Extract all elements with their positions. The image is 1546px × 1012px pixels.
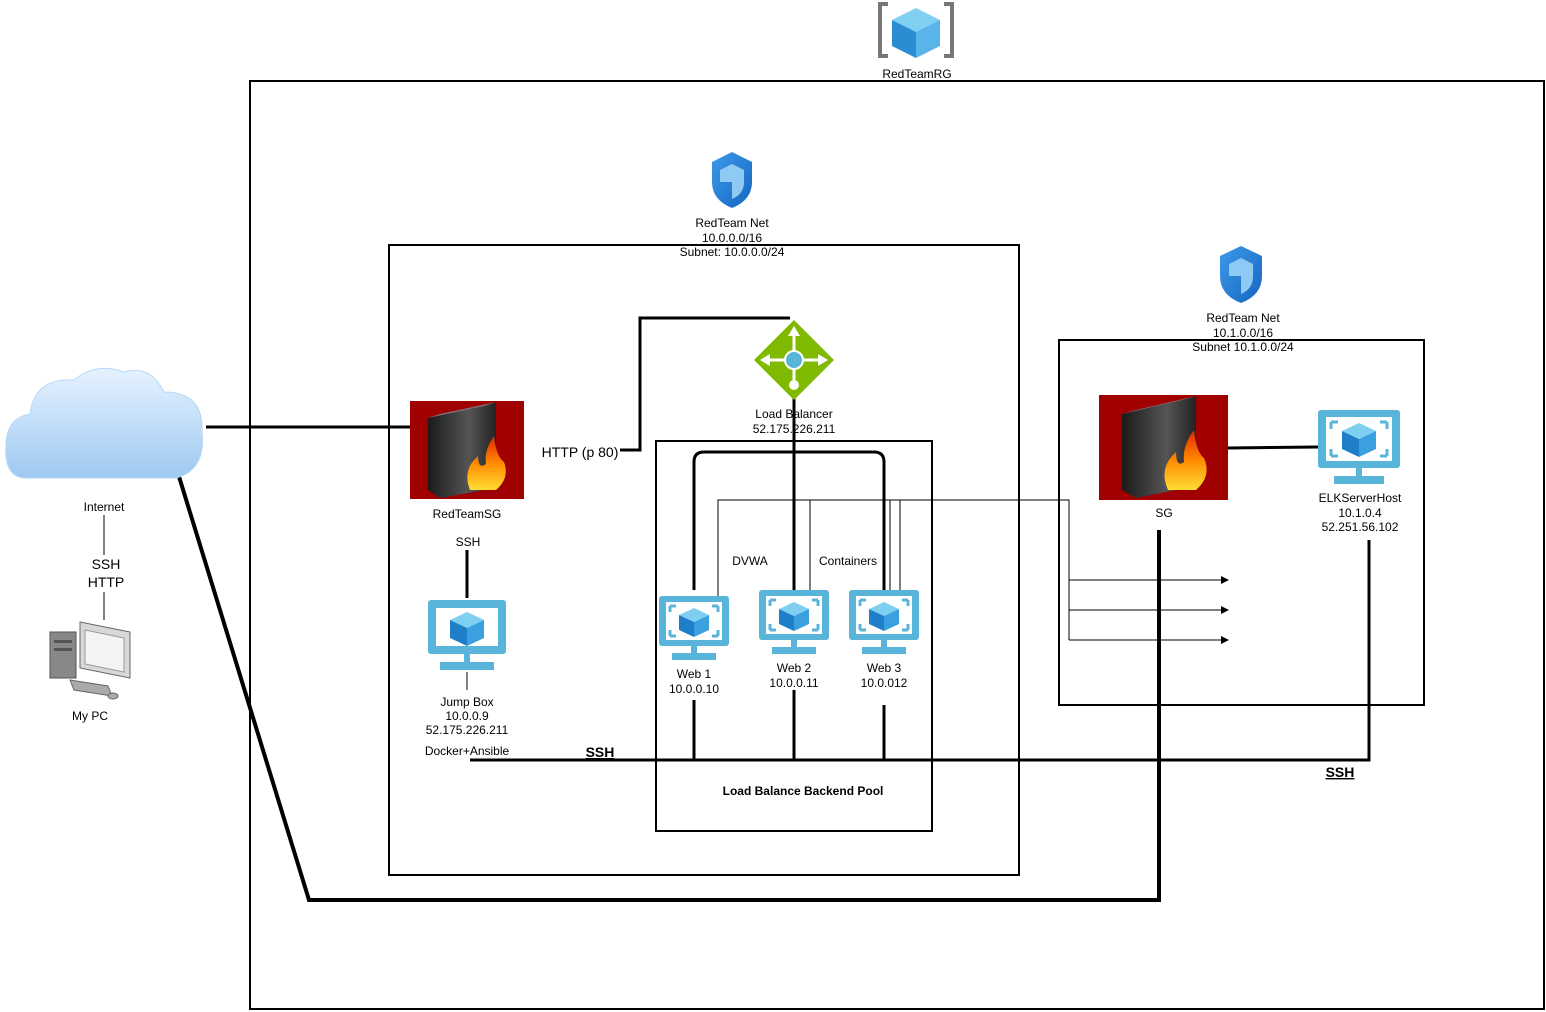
- load-balancer-ip: 52.175.226.211: [753, 422, 836, 436]
- ssh-bus-line: [470, 540, 1371, 762]
- vnet2-box: [1058, 339, 1425, 706]
- firewall-icon: [1099, 395, 1228, 500]
- shield-icon: [1220, 246, 1262, 303]
- web1-data-line: [717, 499, 1070, 640]
- vm-icon: [759, 590, 829, 654]
- sg-to-lb-http-line: [620, 316, 790, 452]
- my-pc-label: My PC: [72, 709, 108, 723]
- shield-icon: [712, 152, 752, 208]
- vm-icon: [849, 590, 919, 654]
- http-port-label: HTTP (p 80): [542, 444, 619, 460]
- internet-label: Internet: [84, 500, 125, 514]
- web1-name: Web 1: [677, 667, 712, 681]
- elk-server-ip-private: 10.1.0.4: [1338, 506, 1382, 520]
- jump-box-software: Docker+Ansible: [425, 744, 510, 758]
- lb-fanout-line: [692, 398, 886, 590]
- elk-sg-to-elk-line: [1227, 445, 1319, 450]
- redteam-sg-ssh-label: SSH: [456, 535, 481, 549]
- internet-protocol-http: HTTP: [88, 574, 125, 590]
- elk-sg-label: SG: [1155, 506, 1172, 520]
- vm-icon: [659, 596, 729, 660]
- web3-name: Web 3: [867, 661, 902, 675]
- connection-lines: [103, 316, 1371, 902]
- internet-protocol-ssh: SSH: [92, 556, 121, 572]
- jump-box-name: Jump Box: [440, 695, 493, 709]
- redteam-sg-label: RedTeamSG: [433, 507, 502, 521]
- resource-group-box: [249, 80, 1545, 1010]
- firewall-icon: [410, 401, 524, 499]
- backend-pool-label: Load Balance Backend Pool: [723, 784, 884, 798]
- cloud-icon: [5, 367, 203, 479]
- vnet1-name: RedTeam Net: [695, 216, 769, 230]
- web2-name: Web 2: [777, 661, 812, 675]
- internet-to-elk-sg-line: [175, 469, 1161, 902]
- containers-label: Containers: [819, 554, 877, 568]
- web3-ip: 10.0.012: [861, 676, 908, 690]
- resource-group-icon: [878, 2, 954, 58]
- vnet1-subnet: Subnet: 10.0.0.0/24: [680, 245, 785, 259]
- elk-server-ip-public: 52.251.56.102: [1322, 520, 1399, 534]
- vnet2-cidr: 10.1.0.0/16: [1213, 326, 1273, 340]
- jump-box-ip-private: 10.0.0.9: [445, 709, 489, 723]
- vnet2-subnet: Subnet 10.1.0.0/24: [1192, 340, 1294, 354]
- ssh-label-right: SSH: [1326, 764, 1355, 780]
- vnet1-box: [388, 244, 1020, 876]
- vm-icon: [1318, 410, 1400, 484]
- web2-ip: 10.0.0.11: [769, 676, 818, 690]
- jump-box-ip-public: 52.175.226.211: [426, 723, 509, 737]
- dvwa-label: DVWA: [732, 554, 768, 568]
- ssh-label-left: SSH: [586, 744, 615, 760]
- computer-icon: [49, 621, 131, 700]
- vm-icon: [428, 600, 506, 670]
- elk-server-name: ELKServerHost: [1319, 491, 1402, 505]
- load-balancer-name: Load Balancer: [755, 407, 832, 421]
- vnet2-name: RedTeam Net: [1206, 311, 1280, 325]
- vnet1-cidr: 10.0.0.0/16: [702, 231, 762, 245]
- web1-ip: 10.0.0.10: [669, 682, 719, 696]
- load-balancer-icon: [754, 320, 834, 400]
- data-flow-lines: [717, 499, 1229, 644]
- resource-group-label: RedTeamRG: [882, 67, 951, 81]
